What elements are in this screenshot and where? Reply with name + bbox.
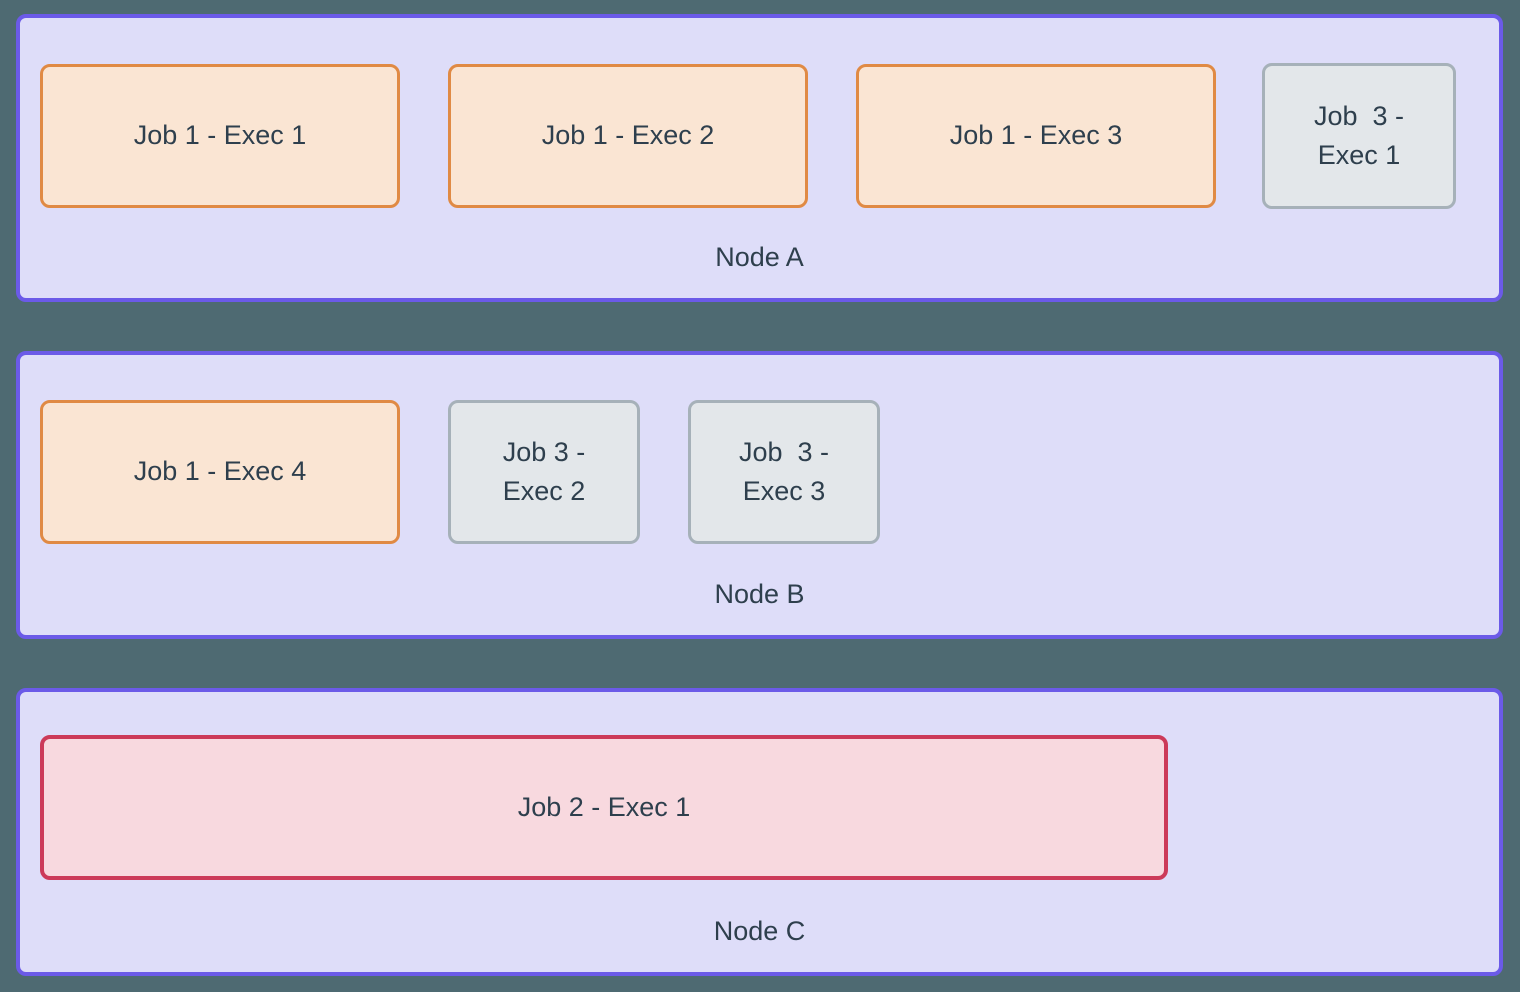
exec-box-job1-exec2: Job 1 - Exec 2	[448, 64, 808, 208]
exec-box-job1-exec3: Job 1 - Exec 3	[856, 64, 1216, 208]
node-b: Job 1 - Exec 4 Job 3 - Exec 2 Job 3 - Ex…	[16, 351, 1503, 639]
node-c-label: Node C	[713, 916, 806, 946]
exec-box-job3-exec1: Job 3 - Exec 1	[1262, 63, 1456, 209]
node-b-label: Node B	[714, 579, 805, 609]
exec-box-job1-exec4: Job 1 - Exec 4	[40, 400, 400, 544]
exec-box-job1-exec1: Job 1 - Exec 1	[40, 64, 400, 208]
node-c: Job 2 - Exec 1 Node C	[16, 688, 1503, 976]
exec-box-job3-exec3: Job 3 - Exec 3	[688, 400, 880, 544]
exec-box-job3-exec2: Job 3 - Exec 2	[448, 400, 640, 544]
node-a: Job 1 - Exec 1 Job 1 - Exec 2 Job 1 - Ex…	[16, 14, 1503, 302]
node-a-label: Node A	[715, 242, 804, 272]
exec-box-job2-exec1: Job 2 - Exec 1	[40, 735, 1168, 880]
